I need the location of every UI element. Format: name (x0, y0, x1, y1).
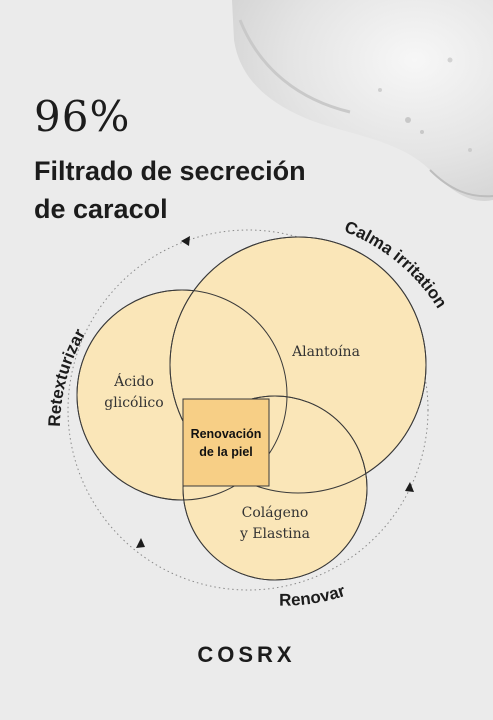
arrow-icon-right (405, 482, 414, 492)
circle-label-collagen-2: y Elastina (239, 526, 310, 542)
circle-label-allantoin: Alantoína (291, 344, 360, 360)
title-line-1: Filtrado de secreción (34, 156, 306, 186)
center-label-line-2: de la piel (199, 445, 253, 459)
cycle-ring (67, 229, 429, 591)
title-line-2: de caracol (34, 194, 168, 224)
arrow-icon-left (136, 538, 145, 548)
cycle-label-renew: Renovar (279, 581, 348, 610)
percentage-heading: 96% (34, 92, 131, 141)
page-title: Filtrado de secreción de caracol (34, 152, 394, 228)
brand-logo: COSRX (197, 642, 296, 667)
arrow-icon-top (181, 236, 190, 246)
center-label-line-1: Renovación (191, 427, 262, 441)
circle-label-collagen-1: Colágeno (242, 505, 309, 521)
circle-label-glycolic-1: Ácido (113, 372, 154, 390)
circle-label-glycolic-2: glicólico (104, 395, 163, 411)
center-highlight (182, 398, 270, 487)
